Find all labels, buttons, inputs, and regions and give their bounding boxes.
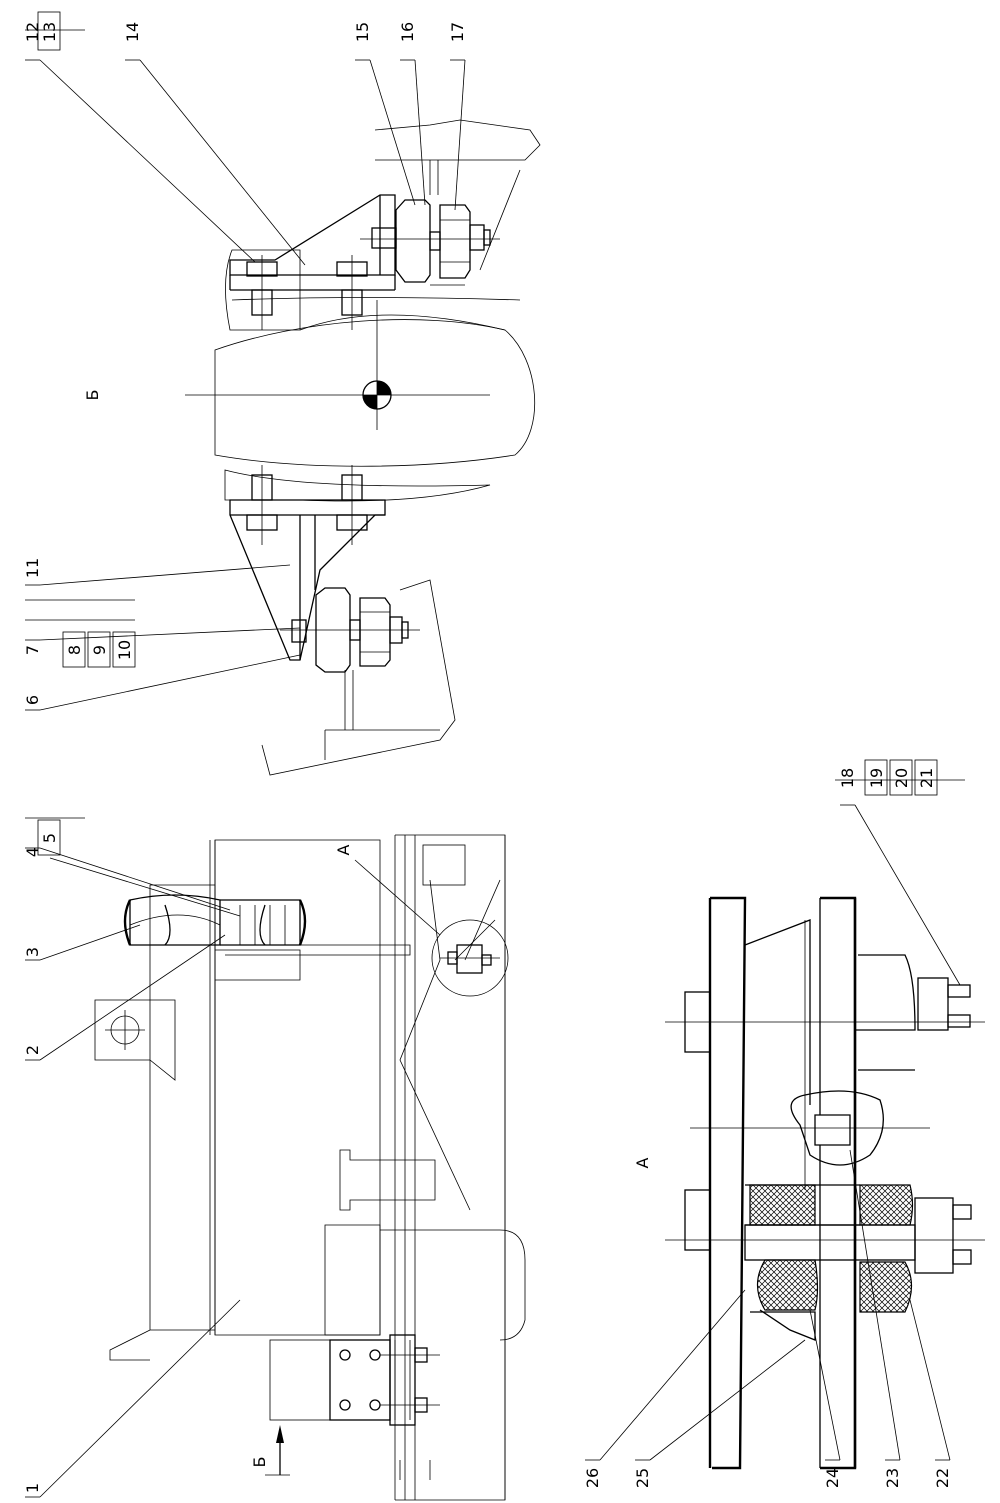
callout-22: 22: [933, 1468, 952, 1488]
view-b: Б: [83, 119, 541, 776]
detail-a-title: А: [633, 1157, 652, 1168]
callout-11: 11: [23, 558, 42, 578]
detail-a: А: [633, 896, 985, 1470]
callout-4: 4: [23, 847, 42, 857]
callout-6: 6: [23, 695, 42, 705]
callout-7: 7: [23, 645, 42, 655]
callout-17: 17: [448, 22, 467, 42]
callout-boxes: [37, 11, 938, 856]
callout-14: 14: [123, 22, 142, 42]
callout-8: 8: [65, 645, 84, 655]
callout-19: 19: [867, 768, 886, 788]
callout-20: 20: [892, 768, 911, 788]
detail-a-marker: А: [334, 844, 353, 855]
callout-13: 13: [40, 22, 59, 42]
callout-15: 15: [353, 22, 372, 42]
view-b-arrow-label: Б: [250, 1457, 269, 1468]
callout-2: 2: [23, 1045, 42, 1055]
callout-23: 23: [883, 1468, 902, 1488]
leader-lines: [25, 29, 965, 1498]
callout-labels: 1 2 3 4 5 6 7 8 9 10 11 12 13 14 15 16 1…: [23, 22, 952, 1493]
callout-12: 12: [23, 22, 42, 42]
callout-3: 3: [23, 947, 42, 957]
callout-10: 10: [115, 640, 134, 660]
main-view: Б А: [94, 834, 526, 1501]
callout-16: 16: [398, 22, 417, 42]
callout-18: 18: [838, 768, 857, 788]
callout-26: 26: [583, 1468, 602, 1488]
callout-21: 21: [917, 768, 936, 788]
view-b-title: Б: [83, 390, 102, 401]
callout-5: 5: [40, 833, 59, 843]
callout-9: 9: [90, 645, 109, 655]
callout-24: 24: [823, 1468, 842, 1488]
callout-25: 25: [633, 1468, 652, 1488]
callout-1: 1: [23, 1483, 42, 1493]
